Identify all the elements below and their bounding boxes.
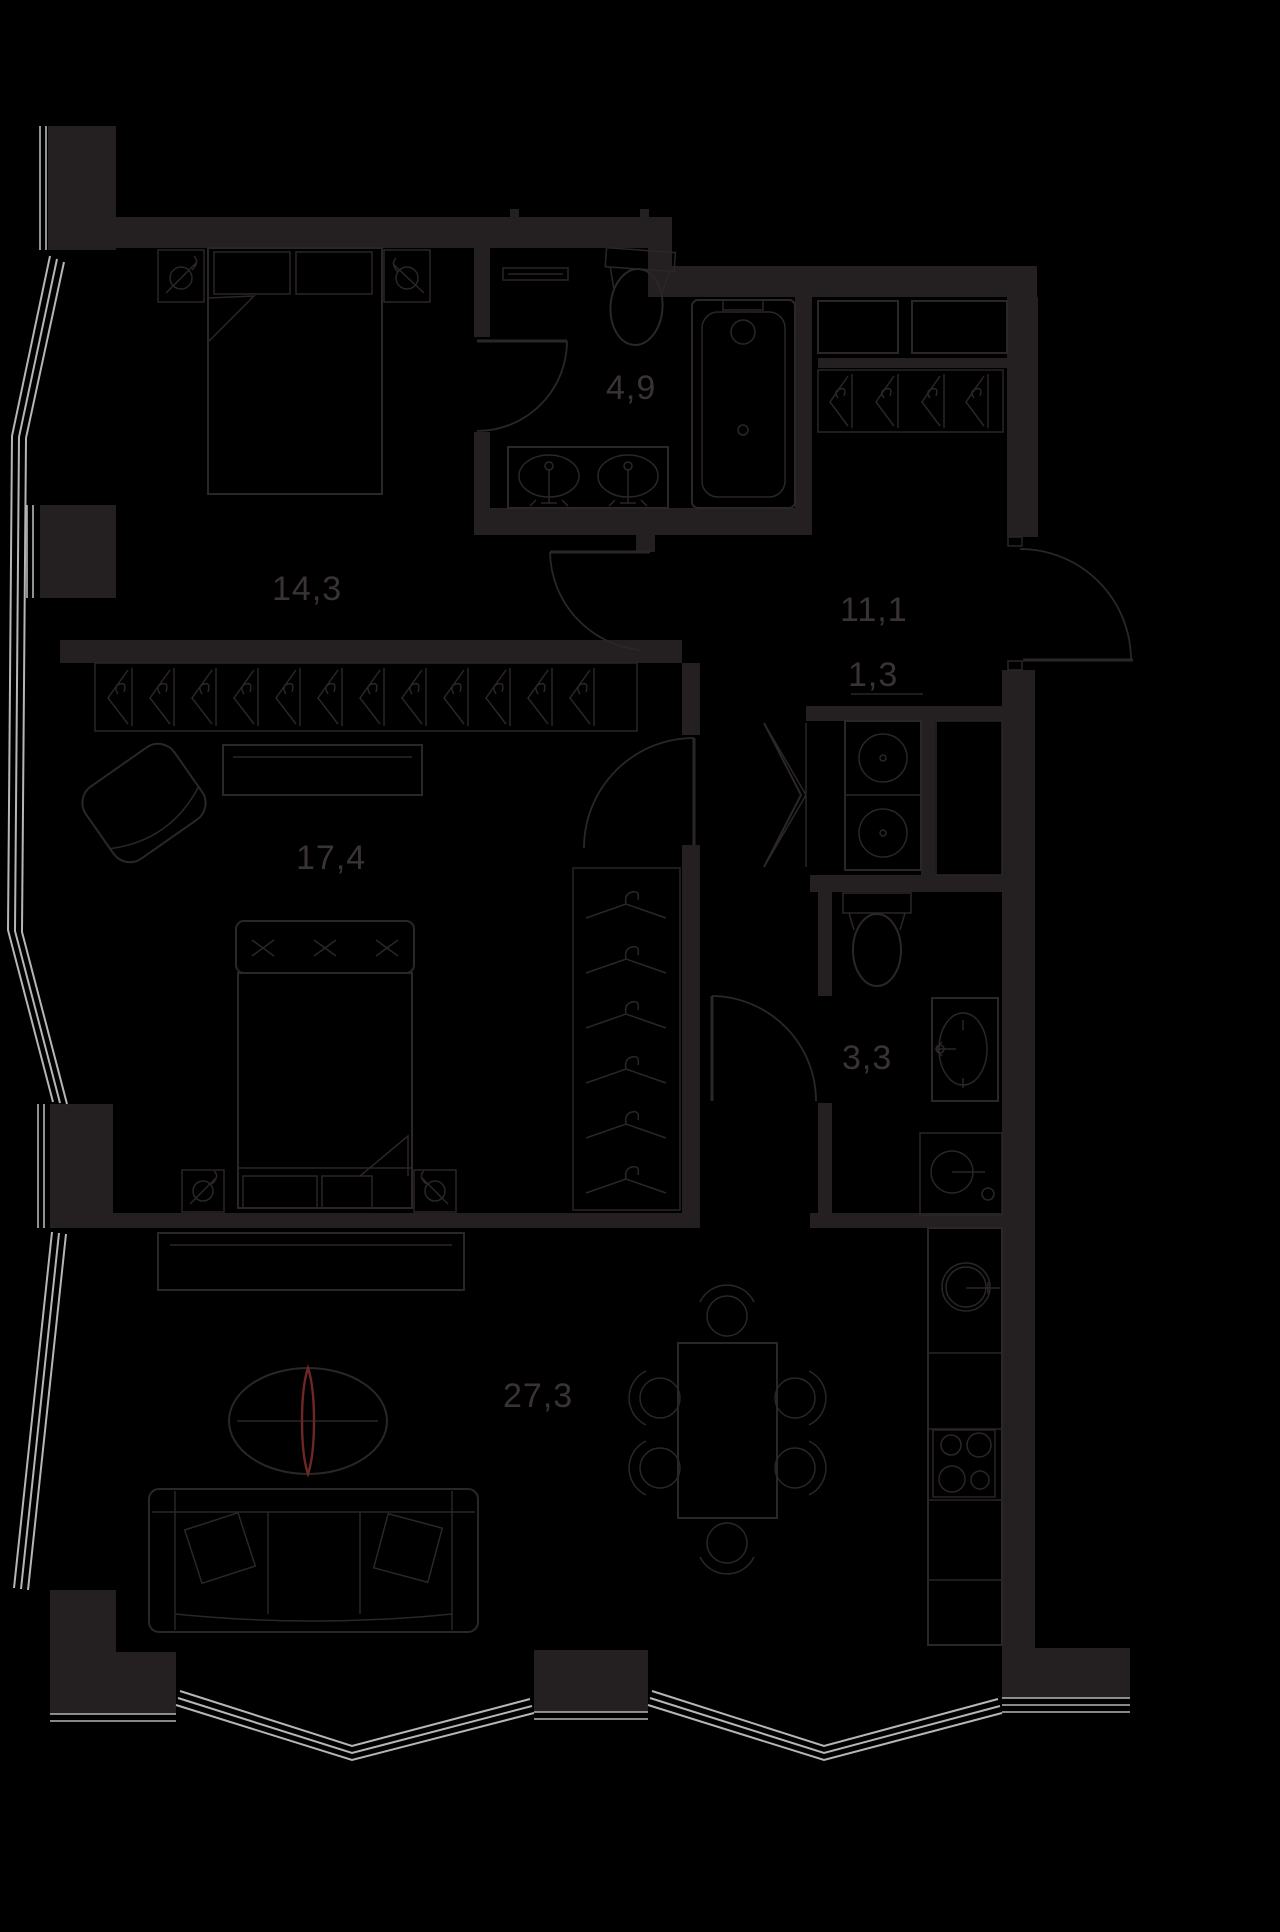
washing-machine-icon [919,1132,1003,1216]
chair-icon [628,1440,681,1496]
armchair-icon [81,742,207,864]
wall-top-a [116,217,672,248]
cooktop-icon [932,1429,996,1498]
interior-door-icon [583,737,696,849]
bay-window-icon [6,126,1130,1762]
toilet-icon [604,246,677,346]
entrance-door-icon [1007,536,1133,671]
kitchen-counter-icon [927,1227,1003,1646]
chair-icon [628,1370,681,1426]
wall-top-b [672,266,1037,297]
wall-wc-bottom [810,1213,1008,1228]
room-label-bedroom-2: 17,4 [296,839,366,877]
wall-vestibule-stub [636,508,655,552]
wall-bath1-right [795,297,812,508]
wall-pier-left-mid1 [40,505,116,598]
room-hallway: 11,1 [817,300,1008,629]
wall-closet-right [921,721,935,875]
chair-icon [774,1370,827,1426]
walls [40,126,1130,1714]
closet-rail-icon [94,662,638,732]
wall-tick-1 [510,209,519,217]
kitchen-sink-icon [941,1262,1000,1312]
chair-icon [699,1522,755,1575]
wall-closet-wc-divider [810,875,1008,892]
coat-rail-icon [817,369,1004,433]
room-bedroom-1: 14,3 [157,247,431,608]
double-bed-icon [207,247,383,495]
dresser-icon [222,744,423,796]
wall-right-upper [1007,297,1038,537]
room-label-living-kitchen: 27,3 [503,1377,573,1415]
wall-top-step [648,217,672,297]
wall-wc-left-upper [818,892,832,996]
shaft-niche [935,720,1003,876]
wall-pier-bottom-left [50,1590,116,1714]
room-bedroom-2: 17,4 [81,662,681,1213]
wall-pier-bottom-center [534,1650,648,1712]
wall-pier-top-left [48,126,116,250]
nightstand-lamp-icon [383,249,431,303]
bathtub-icon [691,299,796,509]
wall-bed1-bath1-upper [474,248,490,337]
chair-icon [699,1284,755,1337]
doors [476,339,1133,1102]
dining-table-icon [628,1284,827,1575]
sofa-icon [148,1488,479,1633]
interior-door-icon [476,339,568,432]
towel-shelf-icon [502,267,569,281]
toilet-icon [842,892,912,987]
room-living-kitchen: 27,3 [148,1227,1003,1646]
room-label-bedroom-1: 14,3 [272,570,342,608]
wall-closet-top [806,706,1008,721]
tv-console-icon [157,1232,465,1291]
wall-wc-left-lower [818,1103,832,1213]
double-bed-icon [235,920,415,1209]
interior-door-icon [549,550,650,651]
nightstand-lamp-icon [413,1169,457,1213]
room-label-closet: 1,3 [848,656,898,694]
wall-bed2-right-lower [682,845,700,1228]
wall-pier-bottom-right [1002,1648,1130,1698]
washer-dryer-stack-icon [844,720,922,871]
room-bathroom-1: 4,9 [502,246,796,509]
room-label-bathroom-2: 3,3 [842,1039,892,1077]
chair-icon [774,1440,827,1496]
wall-bed2-right-upper [682,663,700,735]
wall-tick-2 [640,209,649,217]
bifold-door-icon [763,722,807,868]
wall-bed2-bottom [113,1213,700,1228]
hall-cabinets-icon [817,300,1008,368]
wall-pier-bottom-left-ext [116,1652,176,1714]
coffee-table-icon [228,1364,388,1478]
wardrobe-hangers-icon [572,867,681,1211]
nightstand-lamp-icon [181,1169,225,1213]
washbasin-icon [931,997,999,1102]
wall-right-lower [1002,670,1035,1648]
room-label-bathroom-1: 4,9 [606,369,656,407]
interior-door-icon [710,995,817,1102]
wall-bed1-bed2-divider [60,640,682,663]
nightstand-lamp-icon [157,249,205,303]
double-washbasin-icon [507,446,669,509]
room-label-hallway: 11,1 [840,591,908,629]
wall-pier-left-mid2 [50,1104,113,1228]
room-closet-laundry: 1,3 [844,656,1003,876]
room-bathroom-2: 3,3 [842,892,1003,1216]
